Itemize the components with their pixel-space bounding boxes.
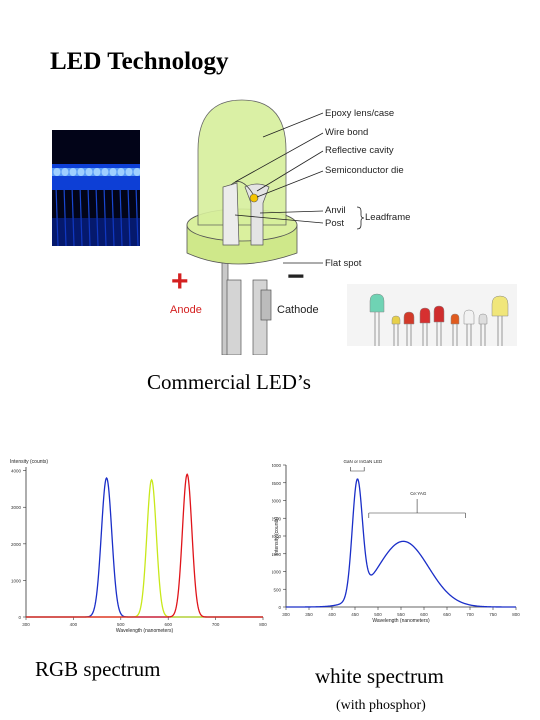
x-tick-label: 800: [512, 612, 520, 617]
series-line-0: [26, 476, 263, 618]
label-reflective-cavity: Reflective cavity: [325, 145, 394, 156]
led-photo: [403, 311, 415, 325]
x-tick-label: 300: [282, 612, 290, 617]
y-tick-label: 0: [278, 605, 281, 610]
assorted-leds-photo: [347, 284, 517, 346]
y-axis-label: Intensity (counts): [10, 459, 48, 465]
series-line-1: [26, 478, 263, 618]
annotation-ce-yag: Ce:YAG: [410, 491, 427, 496]
x-tick-label: 600: [164, 622, 172, 627]
y-tick-label: 0: [18, 615, 21, 620]
x-tick-label: 700: [212, 622, 220, 627]
x-tick-label: 350: [305, 612, 313, 617]
label-flat-spot: Flat spot: [325, 258, 362, 269]
x-tick-label: 450: [351, 612, 359, 617]
caption-commercial-leds: Commercial LED’s: [147, 370, 311, 394]
y-tick-label: 3000: [11, 505, 22, 510]
led-bead: [69, 168, 77, 176]
x-tick-label: 700: [466, 612, 474, 617]
led-photo: [478, 313, 488, 325]
x-axis-label: Wavelength (nanometers): [116, 628, 174, 634]
led-bead: [77, 168, 85, 176]
y-tick-label: 500: [273, 587, 281, 592]
led-photo: [391, 315, 401, 325]
label-semiconductor-die: Semiconductor die: [325, 165, 404, 176]
x-tick-label: 400: [328, 612, 336, 617]
label-anvil: Anvil: [325, 205, 346, 216]
post: [222, 182, 240, 246]
semiconductor-die: [249, 193, 259, 203]
blue-led-strip-photo: [52, 130, 140, 246]
led-bead: [133, 168, 140, 176]
led-photo: [463, 309, 475, 325]
label-post: Post: [325, 218, 344, 229]
y-tick-label: 3000: [272, 499, 281, 504]
led-photo: [491, 295, 509, 317]
y-tick-label: 1000: [272, 570, 281, 575]
x-tick-label: 600: [420, 612, 428, 617]
led-bead: [109, 168, 117, 176]
x-axis-label: Wavelength (nanometers): [372, 618, 430, 624]
led-bead: [61, 168, 69, 176]
led-bead: [101, 168, 109, 176]
series-line-0: [286, 478, 516, 608]
led-bead: [85, 168, 93, 176]
led-bead: [93, 168, 101, 176]
wire-bond: [230, 181, 254, 195]
x-tick-label: 750: [489, 612, 497, 617]
y-tick-label: 3500: [272, 481, 281, 486]
led-photo: [419, 307, 431, 324]
y-tick-label: 2000: [272, 534, 281, 539]
annotation-gan-led: GaN or InGaN LED: [344, 459, 384, 464]
led-bead: [117, 168, 125, 176]
label-leadframe: Leadframe: [365, 212, 410, 223]
caption-rgb-spectrum: RGB spectrum: [35, 657, 161, 681]
label-anode: Anode: [170, 304, 202, 316]
x-tick-label: 550: [397, 612, 405, 617]
y-tick-label: 1500: [272, 552, 281, 557]
caption-white-spectrum: white spectrum: [315, 664, 444, 688]
x-tick-label: 650: [443, 612, 451, 617]
x-tick-label: 500: [117, 622, 125, 627]
y-tick-label: 4000: [272, 463, 281, 468]
led-cross-section-diagram: Epoxy lens/case Wire bond Reflective cav…: [170, 99, 410, 355]
led-bead: [125, 168, 133, 176]
minus-sign: −: [287, 260, 305, 293]
x-tick-label: 400: [70, 622, 78, 627]
led-photo: [450, 313, 460, 325]
x-tick-label: 800: [259, 622, 267, 627]
slide-title: LED Technology: [50, 48, 229, 75]
y-tick-label: 2000: [11, 542, 22, 547]
x-tick-label: 500: [374, 612, 382, 617]
x-tick-label: 300: [22, 622, 30, 627]
led-photo: [369, 293, 385, 313]
y-tick-label: 1000: [11, 578, 22, 583]
y-tick-label: 4000: [11, 469, 22, 474]
plus-sign: +: [171, 265, 189, 298]
epoxy-lens: [197, 99, 287, 226]
caption-white-note: (with phosphor): [336, 698, 426, 713]
series-line-2: [26, 473, 263, 618]
y-axis-label: Intensity (counts): [274, 517, 280, 555]
label-cathode: Cathode: [277, 304, 319, 316]
label-wire-bond: Wire bond: [325, 127, 368, 138]
label-epoxy: Epoxy lens/case: [325, 108, 394, 119]
led-bead: [53, 168, 61, 176]
led-photo: [433, 305, 445, 323]
y-tick-label: 2500: [272, 516, 281, 521]
